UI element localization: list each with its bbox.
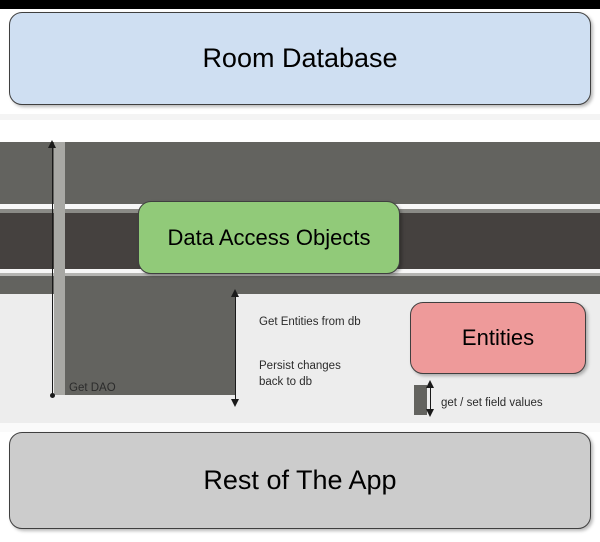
artifact-band — [0, 114, 600, 120]
edge-label-persist-changes: Persist changes back to db — [259, 360, 341, 388]
node-rest-of-the-app[interactable]: Rest of The App — [9, 432, 591, 529]
connector-get-set-field — [430, 386, 431, 413]
endpoint-dot-get-dao — [50, 393, 55, 398]
artifact-block-get-set — [414, 385, 427, 415]
edge-label-get-set-field: get / set field values — [441, 397, 543, 409]
node-room-database[interactable]: Room Database — [9, 12, 591, 105]
connector-dao-entities — [235, 295, 236, 403]
node-label-rest-of-the-app: Rest of The App — [203, 465, 397, 495]
arrowhead-down-dao-entities — [231, 399, 239, 407]
artifact-band — [0, 0, 600, 9]
artifact-block-lower-left — [65, 294, 235, 395]
node-label-room-database: Room Database — [202, 43, 398, 73]
node-label-entities: Entities — [461, 325, 535, 350]
artifact-column — [54, 142, 65, 395]
node-data-access-objects[interactable]: Data Access Objects — [138, 201, 400, 274]
node-entities[interactable]: Entities — [410, 302, 586, 374]
node-label-data-access-objects: Data Access Objects — [167, 224, 371, 250]
artifact-band — [0, 423, 600, 432]
arrowhead-up-dao-entities — [231, 289, 239, 297]
connector-get-dao — [52, 146, 53, 396]
edge-label-get-entities: Get Entities from db — [259, 316, 361, 328]
arrowhead-up-get-dao — [48, 140, 56, 148]
edge-label-get-dao: Get DAO — [69, 382, 116, 394]
arrowhead-down-get-set — [426, 409, 434, 417]
arrowhead-up-get-set — [426, 380, 434, 388]
